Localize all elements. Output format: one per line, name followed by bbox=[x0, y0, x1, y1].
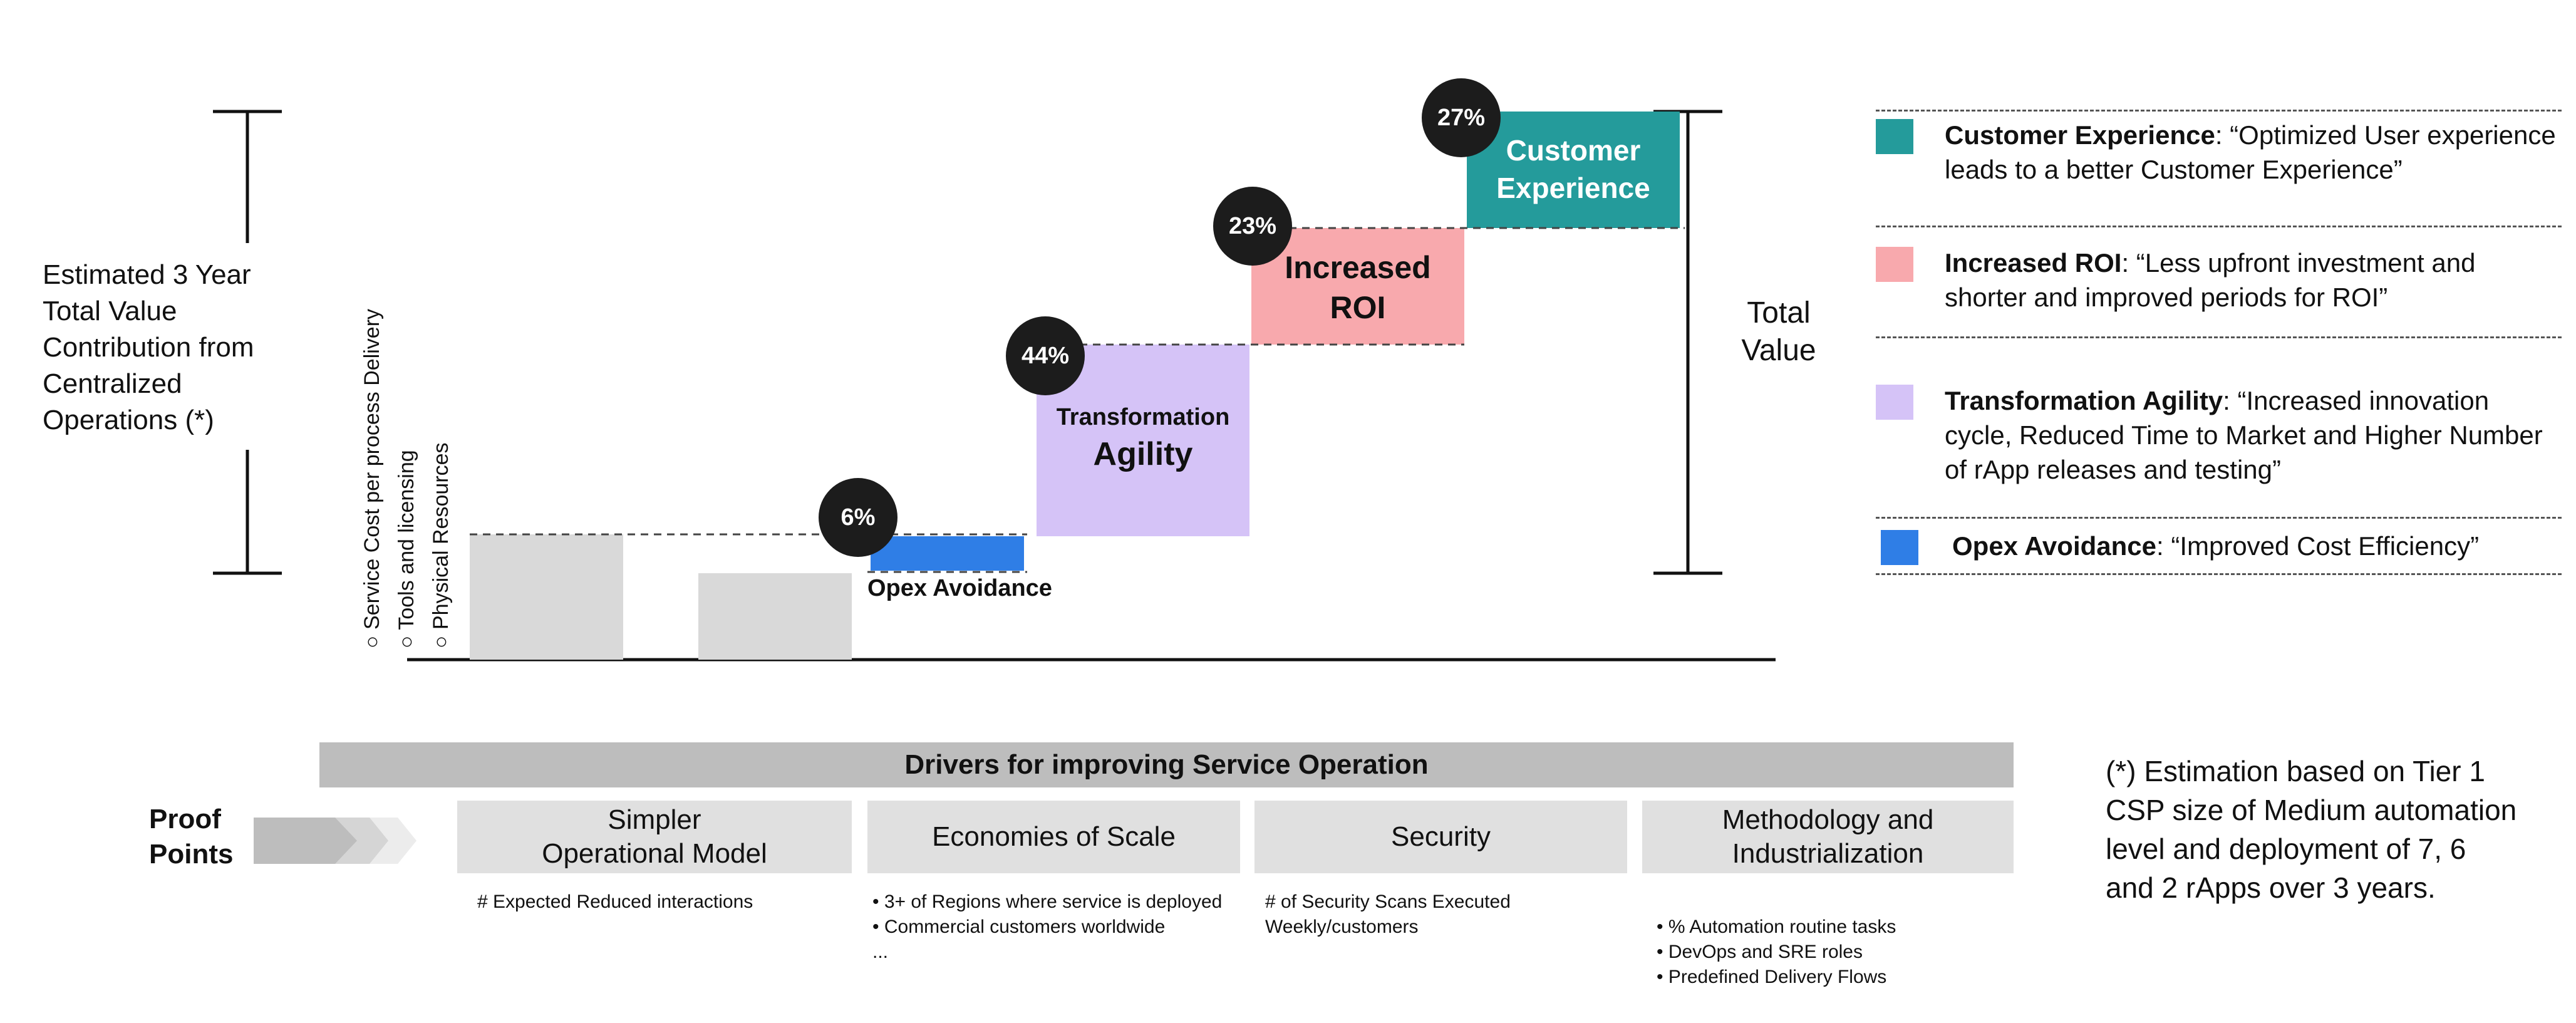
legend-divider bbox=[1876, 110, 2562, 112]
lavender-square-icon bbox=[1876, 385, 1913, 420]
total-value-label: Total Value bbox=[1741, 296, 1816, 367]
blue-square-icon bbox=[1881, 530, 1918, 565]
opex-avoidance-bar bbox=[871, 536, 1024, 571]
drivers-header-bar bbox=[319, 742, 2014, 787]
legend-item-opex-avoidance: Opex Avoidance: “Improved Cost Efficienc… bbox=[1876, 530, 2562, 568]
legend-text: Opex Avoidance: “Improved Cost Efficienc… bbox=[1952, 531, 2480, 561]
legend-text: Customer Experience: “Optimized User exp… bbox=[1945, 120, 2556, 184]
transformation-label: Transformation bbox=[1056, 404, 1230, 430]
legend-item-transformation-agility: Transformation Agility: “Increased innov… bbox=[1876, 385, 2562, 491]
customer-experience-label: Customer Experience bbox=[1496, 134, 1650, 204]
driver-economies-of-scale: Economies of Scale bbox=[867, 801, 1240, 873]
cx-percent-badge: 27% bbox=[1422, 78, 1501, 157]
chevron-main bbox=[254, 818, 357, 864]
reduced-cost-bar bbox=[698, 573, 852, 660]
driver-security: Security bbox=[1254, 801, 1627, 873]
proof-points-label: Proof Points bbox=[149, 804, 234, 870]
drivers-header: Drivers for improving Service Operation bbox=[904, 749, 1429, 780]
driver-note-economies: • 3+ of Regions where service is deploye… bbox=[872, 891, 1223, 962]
driver-note-security: # of Security Scans Executed Weekly/cust… bbox=[1265, 891, 1511, 937]
cost-item-service: ○ Service Cost per process Delivery bbox=[360, 308, 384, 648]
legend-divider bbox=[1876, 517, 2562, 519]
cost-item-tools: ○ Tools and licensing bbox=[395, 450, 418, 648]
customer-experience-bar bbox=[1467, 112, 1680, 228]
agility-label: Agility bbox=[1093, 436, 1193, 472]
driver-note-simpler: # Expected Reduced interactions bbox=[477, 891, 753, 912]
agility-percent-badge: 44% bbox=[1006, 316, 1085, 395]
increased-roi-label: Increased ROI bbox=[1285, 250, 1431, 325]
cost-item-physical: ○ Physical Resources bbox=[429, 442, 453, 648]
increased-roi-bar bbox=[1251, 228, 1464, 345]
opex-percent-badge: 6% bbox=[819, 478, 897, 557]
opex-avoidance-label: Opex Avoidance bbox=[867, 575, 1052, 601]
footnote: (*) Estimation based on Tier 1 CSP size … bbox=[2106, 755, 2517, 904]
left-bracket-label: Estimated 3 Year Total Value Contributio… bbox=[43, 259, 254, 435]
teal-square-icon bbox=[1876, 119, 1913, 154]
legend-divider bbox=[1876, 226, 2562, 227]
pink-square-icon bbox=[1876, 247, 1913, 282]
legend-divider bbox=[1876, 573, 2562, 575]
roi-percent-badge: 23% bbox=[1213, 187, 1292, 266]
legend-text: Transformation Agility: “Increased innov… bbox=[1945, 386, 2543, 484]
legend-divider bbox=[1876, 336, 2562, 338]
driver-simpler-operational-model: Simpler Operational Model bbox=[457, 801, 852, 873]
legend-item-increased-roi: Increased ROI: “Less upfront investment … bbox=[1876, 247, 2562, 335]
current-cost-bar bbox=[470, 534, 623, 660]
legend-item-customer-experience: Customer Experience: “Optimized User exp… bbox=[1876, 119, 2562, 226]
driver-note-methodology: • % Automation routine tasks • DevOps an… bbox=[1657, 917, 1896, 987]
driver-methodology-industrialization: Methodology and Industrialization bbox=[1642, 801, 2014, 873]
legend-text: Increased ROI: “Less upfront investment … bbox=[1945, 248, 2476, 312]
